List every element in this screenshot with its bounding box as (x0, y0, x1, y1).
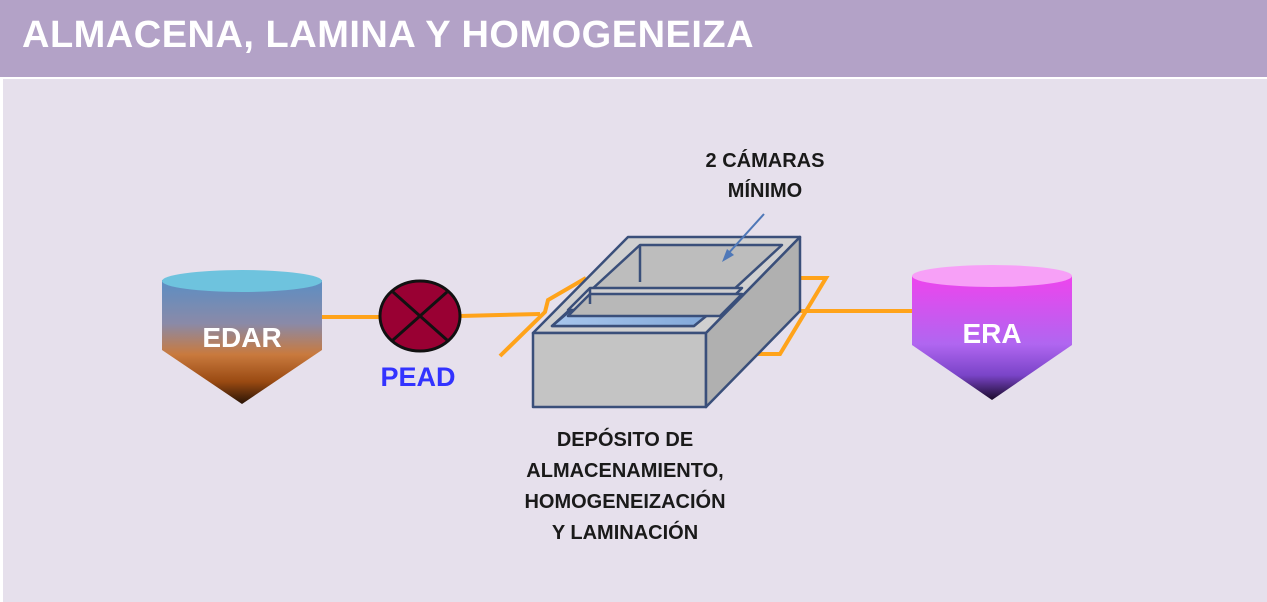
pipe-inlet-bend (498, 276, 588, 358)
edar-label: EDAR (202, 322, 282, 353)
era-label: ERA (962, 318, 1022, 349)
chambers-annotation: 2 CÁMARAS MÍNIMO (660, 146, 870, 206)
tank-caption-line-2: ALMACENAMIENTO, (526, 460, 724, 482)
storage-tank (531, 235, 802, 409)
chambers-arrow (722, 213, 765, 262)
title-bar: ALMACENA, LAMINA Y HOMOGENEIZA (0, 0, 1267, 79)
edar-tank (162, 270, 322, 404)
chambers-line-1: 2 CÁMARAS (705, 150, 825, 172)
era-tank (912, 265, 1072, 400)
slide-title: ALMACENA, LAMINA Y HOMOGENEIZA (22, 14, 755, 56)
tank-caption-line-1: DEPÓSITO DE (556, 429, 694, 451)
pead-label: PEAD (380, 362, 456, 392)
valve-icon (378, 279, 462, 353)
tank-caption-line-3: HOMOGENEIZACIÓN (524, 491, 726, 513)
tank-caption: DEPÓSITO DE ALMACENAMIENTO, HOMOGENEIZAC… (480, 425, 770, 549)
pipe-valve-to-tank (459, 312, 541, 318)
left-divider (0, 79, 3, 602)
chambers-line-2: MÍNIMO (727, 180, 803, 202)
tank-caption-line-4: Y LAMINACIÓN (551, 522, 699, 544)
